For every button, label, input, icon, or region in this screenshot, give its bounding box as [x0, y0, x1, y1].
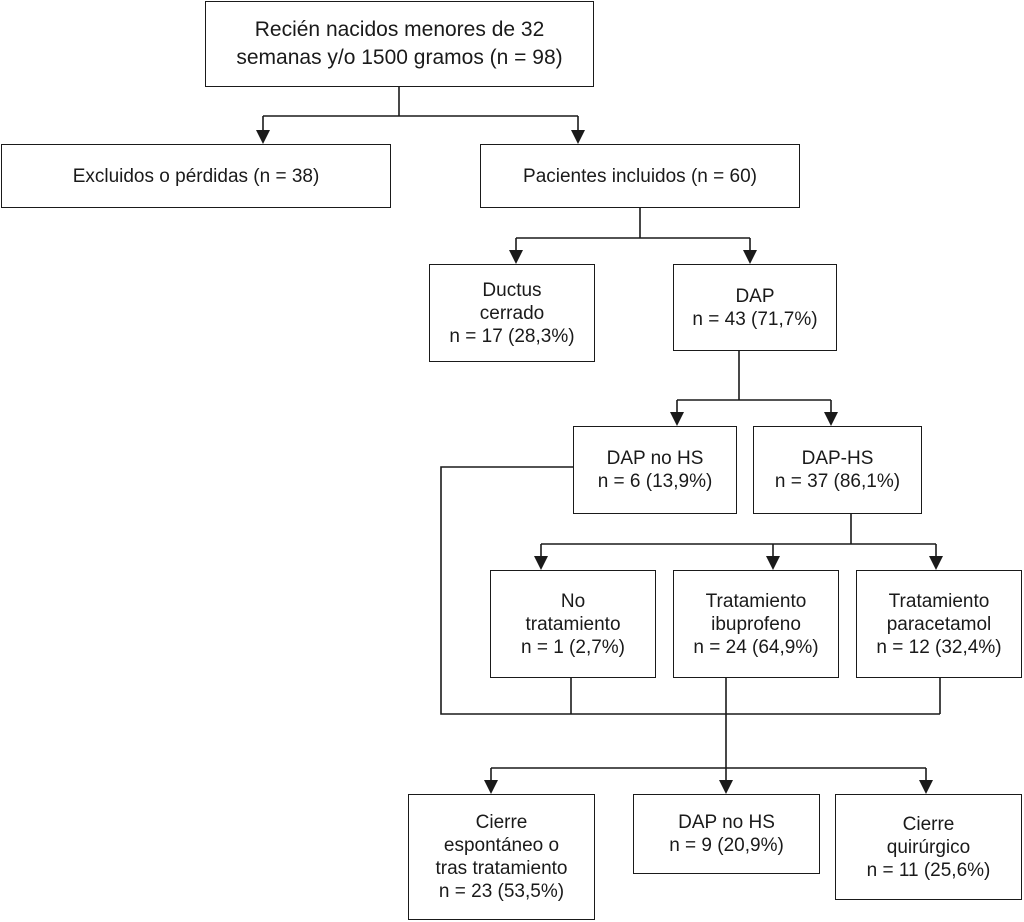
- node-ibuprofen: Tratamiento ibuprofeno n = 24 (64,9%): [673, 570, 839, 678]
- node-no-treatment: No tratamiento n = 1 (2,7%): [490, 570, 656, 678]
- node-final-dap-no-hs: DAP no HS n = 9 (20,9%): [633, 794, 820, 874]
- node-dap-line: n = 43 (71,7%): [692, 308, 818, 330]
- node-dap-hs-line: n = 37 (86,1%): [774, 471, 901, 492]
- node-ibuprofen-line: ibuprofeno: [711, 613, 801, 635]
- arrowhead-included: [571, 130, 585, 144]
- node-paracetamol: Tratamiento paracetamol n = 12 (32,4%): [856, 570, 1022, 678]
- node-no-treatment-line: n = 1 (2,7%): [520, 636, 626, 658]
- connector-root-to-split: [263, 87, 578, 117]
- node-root: Recién nacidos menores de 32 semanas y/o…: [205, 1, 594, 87]
- node-ibuprofen-line: Tratamiento: [705, 590, 807, 612]
- arrowhead-dap-hs: [824, 412, 838, 426]
- arrowhead-dap-no-hs: [670, 412, 684, 426]
- node-no-treatment-line: tratamiento: [525, 613, 621, 635]
- node-dap-no-hs-line: DAP no HS: [606, 448, 704, 469]
- node-ductus-closed-line: n = 17 (28,3%): [449, 325, 575, 347]
- node-spontaneous-closure-line: espontáneo o: [443, 835, 560, 856]
- node-surgical-closure-line: n = 11 (25,6%): [866, 859, 991, 881]
- node-included: Pacientes incluidos (n = 60): [480, 144, 800, 208]
- node-dap-line: DAP: [735, 285, 775, 307]
- arrowhead-no-treatment: [534, 556, 548, 570]
- arrowhead-excluded: [256, 130, 270, 144]
- node-spontaneous-closure-line: Cierre: [475, 812, 528, 833]
- node-surgical-closure-line: quirúrgico: [886, 836, 971, 858]
- node-ductus-closed-line: cerrado: [479, 302, 545, 324]
- connector-dap-hs-to-split: [541, 514, 936, 545]
- node-spontaneous-closure: Cierre espontáneo o tras tratamiento n =…: [408, 794, 595, 920]
- node-dap: DAP n = 43 (71,7%): [673, 264, 837, 351]
- connector-dap-no-hs-loop: [440, 466, 940, 715]
- node-final-dap-no-hs-line: n = 9 (20,9%): [669, 835, 784, 856]
- arrowhead-paracetamol: [929, 556, 943, 570]
- connector-included-to-split: [516, 208, 750, 239]
- node-final-dap-no-hs-line: DAP no HS: [678, 812, 775, 833]
- node-dap-hs-line: DAP-HS: [801, 448, 874, 469]
- connector-outcomes-trunk: [491, 714, 926, 769]
- node-dap-no-hs: DAP no HS n = 6 (13,9%): [573, 426, 737, 514]
- arrowhead-surgical-closure: [919, 780, 933, 794]
- node-excluded-line: Excluidos o pérdidas (n = 38): [72, 165, 320, 187]
- node-ductus-closed-line: Ductus: [482, 279, 542, 301]
- node-root-line: Recién nacidos menores de 32: [254, 18, 545, 41]
- node-dap-hs: DAP-HS n = 37 (86,1%): [753, 426, 922, 514]
- arrowhead-ductus-closed: [509, 250, 523, 264]
- arrowhead-final-dap-no-hs: [719, 780, 733, 794]
- node-paracetamol-line: Tratamiento: [888, 590, 990, 612]
- arrowhead-spontaneous-closure: [484, 780, 498, 794]
- node-surgical-closure-line: Cierre: [902, 813, 955, 835]
- node-root-line: semanas y/o 1500 gramos (n = 98): [236, 46, 563, 69]
- arrowhead-ibuprofen: [766, 556, 780, 570]
- node-spontaneous-closure-line: tras tratamiento: [435, 858, 568, 879]
- node-paracetamol-line: n = 12 (32,4%): [876, 636, 1002, 658]
- node-excluded: Excluidos o pérdidas (n = 38): [1, 144, 391, 208]
- node-ductus-closed: Ductus cerrado n = 17 (28,3%): [429, 264, 595, 362]
- node-surgical-closure: Cierre quirúrgico n = 11 (25,6%): [835, 794, 1022, 900]
- node-included-line: Pacientes incluidos (n = 60): [523, 165, 757, 187]
- node-no-treatment-line: No: [560, 590, 586, 612]
- node-paracetamol-line: paracetamol: [886, 613, 992, 635]
- node-dap-no-hs-line: n = 6 (13,9%): [597, 471, 713, 492]
- node-spontaneous-closure-line: n = 23 (53,5%): [438, 881, 565, 902]
- arrowhead-dap: [743, 250, 757, 264]
- node-ibuprofen-line: n = 24 (64,9%): [693, 636, 819, 658]
- connector-dap-to-split: [677, 351, 831, 401]
